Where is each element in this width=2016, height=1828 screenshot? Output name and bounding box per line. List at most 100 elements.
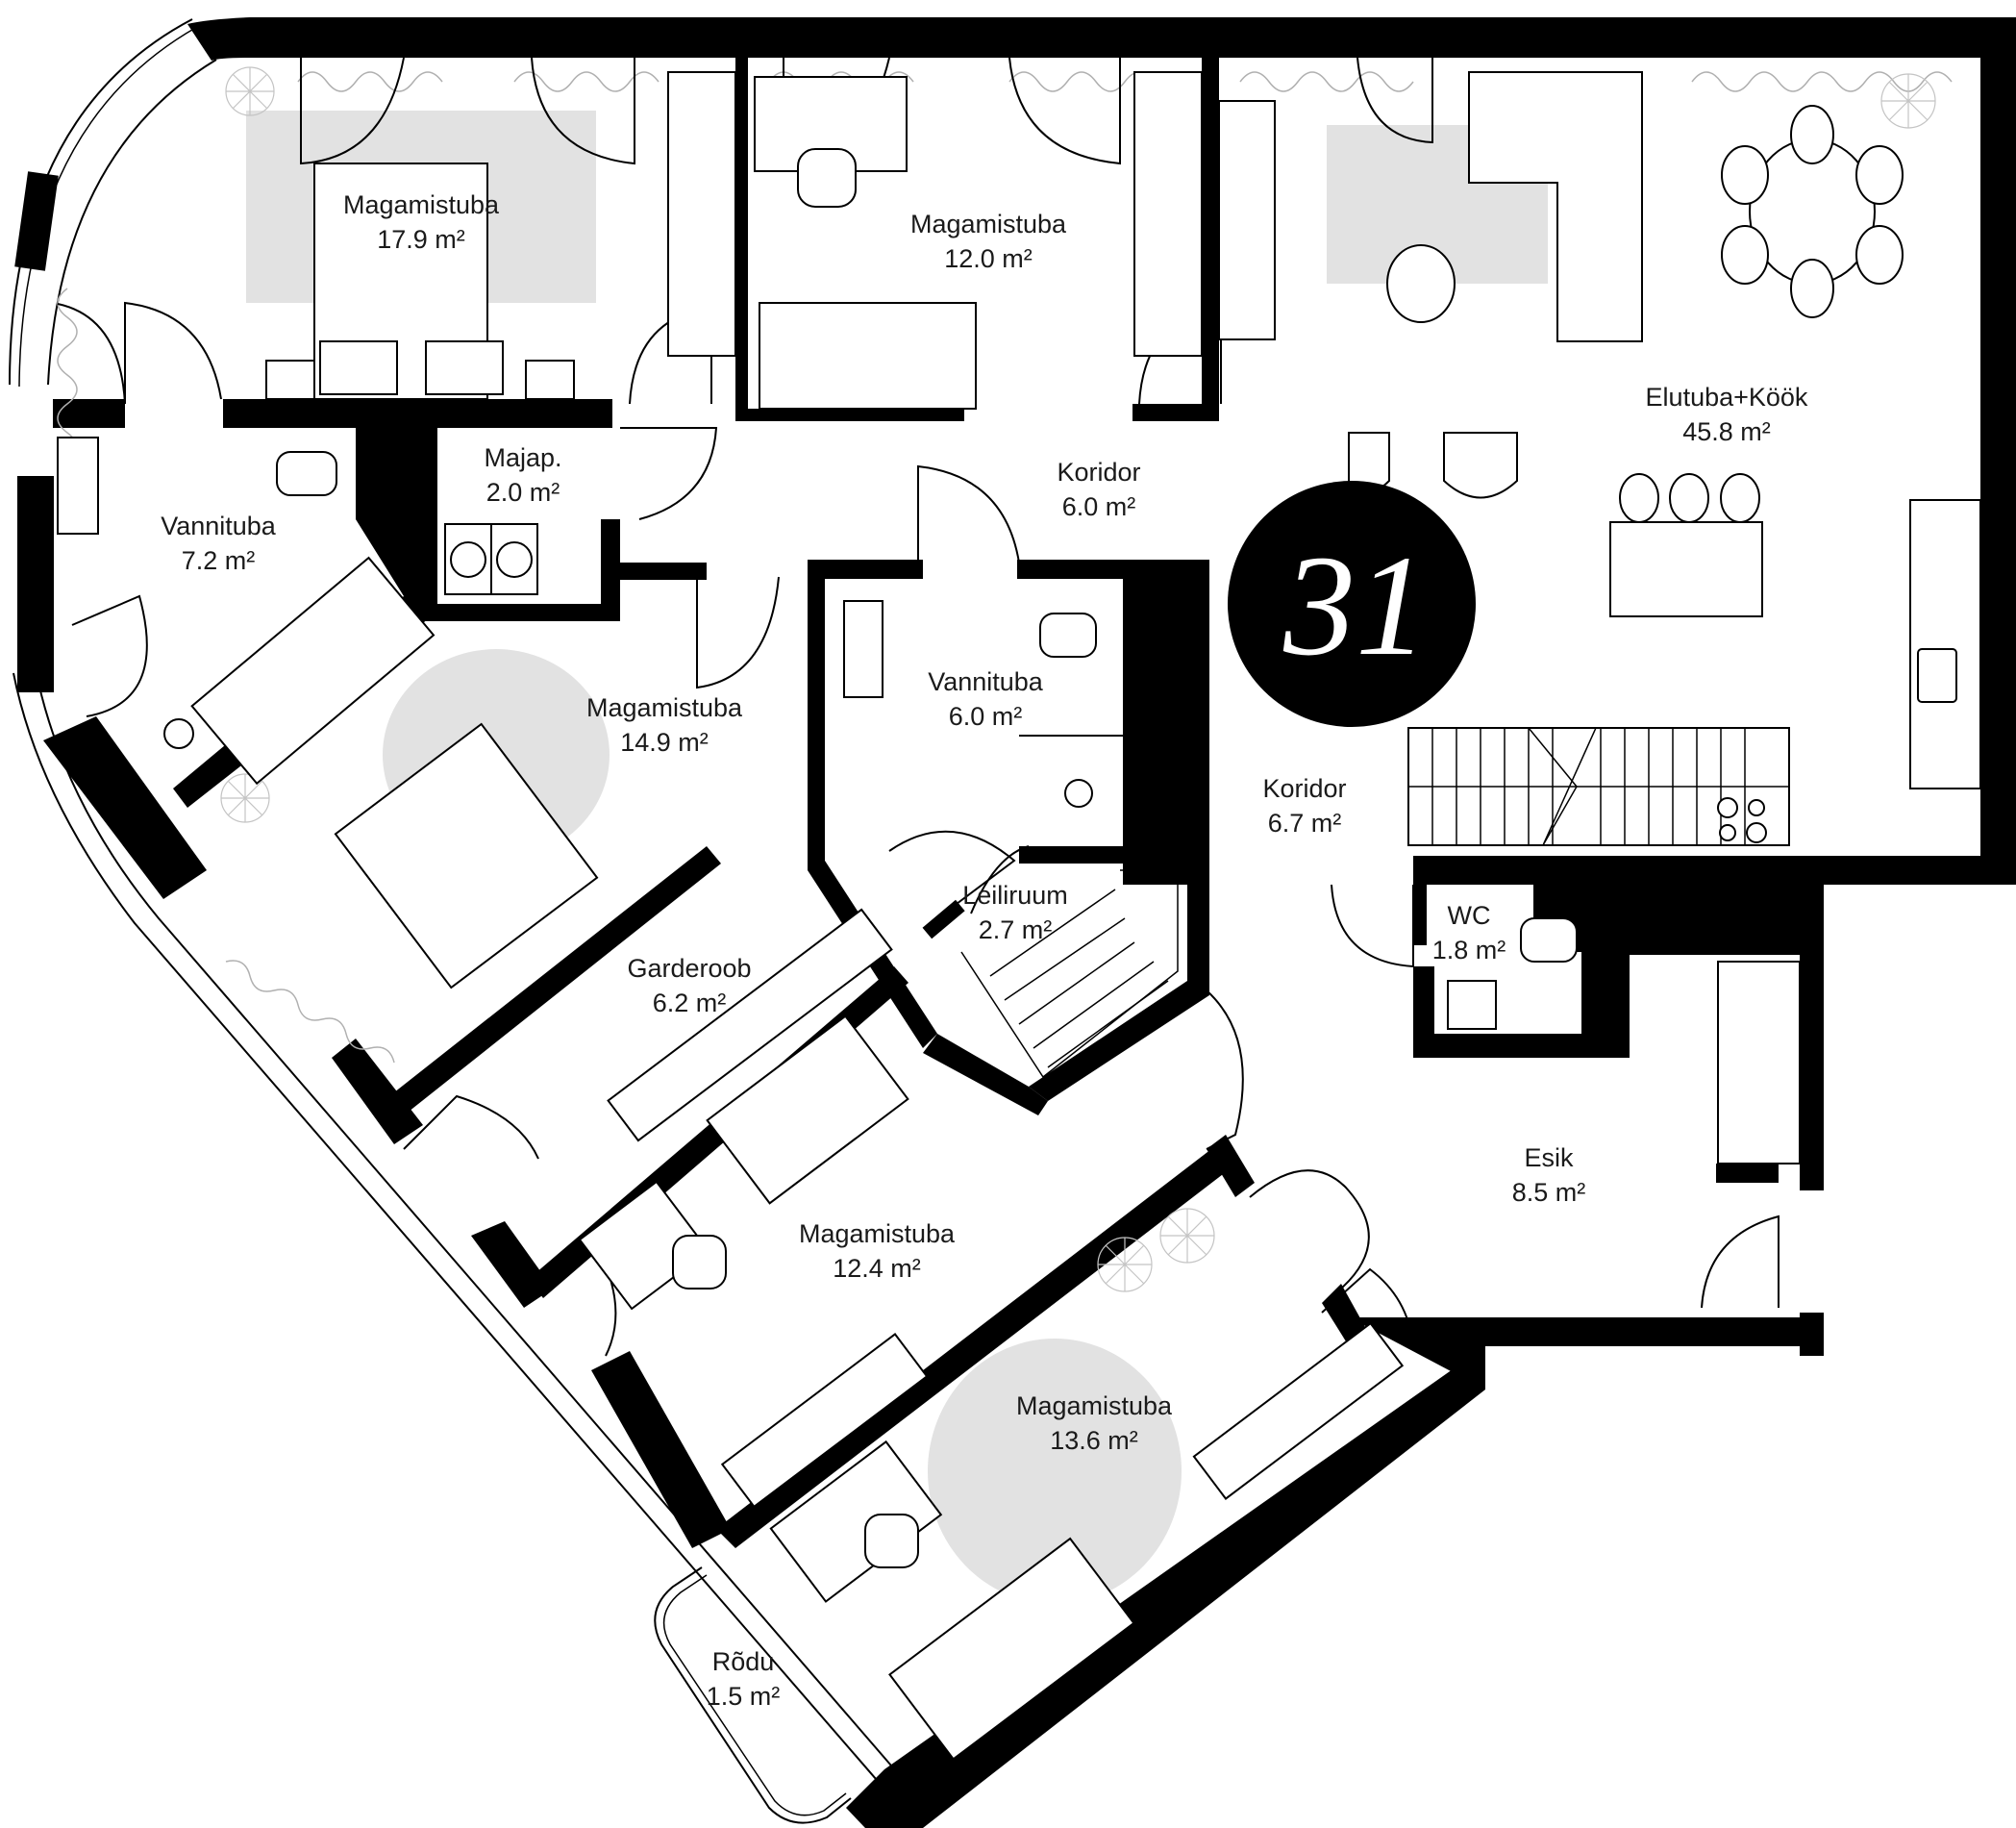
room-area: 6.7 m² <box>1268 809 1342 838</box>
wall-entry-closet-bottom <box>1716 1164 1779 1183</box>
room-area: 1.8 m² <box>1432 936 1506 964</box>
wall-bath2-right <box>1123 567 1209 885</box>
dining-chair <box>1721 225 1769 285</box>
doors <box>57 57 1780 1357</box>
floor-drain <box>163 718 194 749</box>
dining-chair <box>1855 225 1904 285</box>
wall-wc-right <box>1581 883 1630 1051</box>
cabinet-lines <box>1408 727 1789 846</box>
room-area: 8.5 m² <box>1512 1178 1586 1207</box>
room-label-wardrobe: Garderoob 6.2 m² <box>627 954 751 1017</box>
room-name: Koridor <box>1057 458 1140 487</box>
furniture <box>57 71 1981 1761</box>
room-area: 13.6 m² <box>1050 1426 1138 1455</box>
room-area: 12.4 m² <box>833 1254 921 1283</box>
room-name: Majap. <box>484 443 561 472</box>
wall-bed2-left <box>735 17 748 421</box>
coffee-table <box>1386 244 1456 323</box>
room-name: Garderoob <box>627 954 751 983</box>
room-label-sauna: Leiliruum 2.7 m² <box>962 881 1068 944</box>
room-area: 1.5 m² <box>707 1682 781 1711</box>
plant-icon <box>1880 73 1936 129</box>
washbasin <box>57 437 99 535</box>
wall-sauna-door-stub <box>922 899 965 939</box>
room-area: 6.2 m² <box>653 989 727 1017</box>
room-name: Magamistuba <box>343 190 500 219</box>
door-swing-icon <box>888 830 1016 919</box>
wall-wc-top-right <box>1630 883 1822 955</box>
balcony-outline <box>654 1566 852 1824</box>
wall-left-diag-2 <box>332 1039 423 1144</box>
wall-bed3-bottom <box>389 846 721 1115</box>
wall-right <box>1980 17 2016 883</box>
single-bed <box>759 302 977 410</box>
plants <box>220 66 1936 1292</box>
room-area: 17.9 m² <box>377 225 465 254</box>
room-name: Vannituba <box>161 512 277 540</box>
window-curve-lower-inner <box>37 682 929 1809</box>
rug-bedroom-5 <box>928 1339 1182 1604</box>
washer-drum <box>450 541 486 578</box>
washbasin <box>1447 980 1497 1030</box>
room-area: 2.7 m² <box>979 915 1053 944</box>
toilet <box>276 451 337 496</box>
wall-left-upper <box>17 476 54 692</box>
room-label-balcony: Rõdu 1.5 m² <box>707 1647 781 1711</box>
window-curve-mid <box>18 26 198 388</box>
room-name: Elutuba+Köök <box>1646 383 1808 412</box>
floor-drain <box>1064 779 1093 808</box>
door-swing-icon <box>1321 1267 1414 1347</box>
window-curve-outer <box>9 18 193 386</box>
sideboard <box>1218 100 1276 340</box>
pillow <box>319 340 398 395</box>
cooktop-burner <box>1748 799 1765 816</box>
kitchen-island <box>1609 521 1763 617</box>
room-name: Rõdu <box>712 1647 775 1676</box>
room-label-bedroom-4: Magamistuba 12.4 m² <box>799 1219 956 1283</box>
wardrobe <box>607 908 893 1142</box>
dining-chair <box>1790 105 1834 164</box>
window-curve-inner <box>47 59 217 386</box>
wall-bath2-top-left <box>808 560 923 579</box>
door-swing-icon <box>403 1094 539 1160</box>
wall-bath1-right <box>173 423 437 808</box>
door-swing-icon <box>696 576 780 689</box>
wall-bed4-bottom <box>716 1149 1231 1548</box>
room-name: Vannituba <box>928 667 1044 696</box>
room-name: Esik <box>1524 1143 1574 1172</box>
plant-icon <box>220 773 270 823</box>
window-curve-lower-outer <box>12 672 914 1823</box>
wardrobe <box>1192 1321 1405 1500</box>
door-swing-icon <box>1249 1169 1370 1290</box>
wall-majap-right <box>601 519 620 615</box>
dining-chair <box>1790 259 1834 318</box>
wall-majap-bottom <box>423 604 620 621</box>
double-bed <box>334 722 599 989</box>
room-name: Magamistuba <box>586 693 743 722</box>
apartment-number-badge: 31 <box>1228 481 1476 727</box>
plant-icon <box>225 66 275 116</box>
wall-bath2-bottom <box>1019 846 1130 864</box>
bar-stool <box>1720 473 1760 523</box>
sofa <box>1468 71 1643 342</box>
door-swing-icon <box>1331 884 1414 968</box>
dining-chair <box>1855 145 1904 205</box>
office-chair <box>672 1235 727 1290</box>
wall-entry-jamb <box>1800 1313 1824 1356</box>
room-label-bedroom-3: Magamistuba 14.9 m² <box>586 693 743 757</box>
dining-chair <box>1721 145 1769 205</box>
wall-bed5-top-right <box>1207 1135 1255 1197</box>
room-label-corridor-1: Koridor 6.0 m² <box>1057 458 1140 521</box>
armchair <box>1443 432 1518 499</box>
bar-stool <box>1619 473 1659 523</box>
room-area: 12.0 m² <box>944 244 1033 273</box>
wall-sauna-right <box>1029 870 1209 1101</box>
kitchen-sink <box>1917 648 1957 703</box>
door-swing-icon <box>1701 1214 1780 1309</box>
office-chair <box>864 1514 919 1568</box>
desk <box>578 1180 710 1311</box>
wall-left-pier <box>14 171 59 271</box>
room-name: Magamistuba <box>910 210 1067 238</box>
wardrobe <box>667 71 736 357</box>
